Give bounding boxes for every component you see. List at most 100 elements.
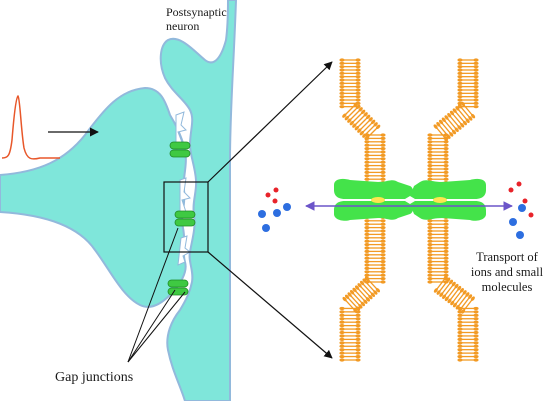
- lipid-unit: [458, 294, 473, 312]
- lipid-unit: [347, 292, 363, 309]
- lipid-unit: [457, 71, 479, 75]
- lipid-unit: [364, 160, 386, 164]
- lipid-unit: [357, 117, 373, 133]
- lipid-unit: [364, 150, 386, 154]
- lipid-unit: [427, 147, 449, 151]
- lipid-unit: [364, 277, 386, 281]
- lipid-unit: [439, 279, 454, 297]
- lipid-unit: [339, 354, 361, 359]
- lipid-unit: [457, 327, 479, 331]
- lipid-unit: [427, 239, 449, 243]
- postsynaptic-line-1: Postsynaptic: [166, 5, 227, 19]
- lipid-unit: [339, 351, 361, 355]
- lipid-unit: [349, 290, 366, 307]
- presynaptic-neuron: [0, 86, 187, 308]
- lipid-unit: [364, 243, 386, 247]
- lipid-unit: [364, 256, 386, 260]
- lipid-unit: [427, 150, 449, 154]
- lipid-unit: [441, 117, 457, 135]
- lipid-unit: [339, 75, 361, 79]
- zoom-line-bottom: [207, 251, 333, 359]
- postsynaptic-line-2: neuron: [166, 19, 200, 34]
- lipid-unit: [427, 219, 449, 223]
- lipid-unit: [339, 88, 361, 92]
- lipid-unit: [339, 358, 361, 362]
- lipid-unit: [364, 273, 386, 277]
- lipid-unit: [339, 344, 361, 348]
- lipid-unit: [364, 270, 386, 274]
- lipid-unit: [344, 294, 361, 311]
- callout-line-3: [127, 227, 179, 363]
- lipid-unit: [427, 277, 449, 281]
- lipid-unit: [339, 337, 361, 341]
- lipid-unit: [427, 266, 449, 270]
- lipid-unit: [442, 281, 456, 299]
- zoom-line-top: [207, 61, 333, 183]
- lipid-unit: [347, 107, 363, 123]
- lipid-unit: [364, 226, 386, 230]
- lipid-unit: [364, 153, 386, 157]
- lipid-unit: [457, 344, 479, 348]
- lipid-unit: [457, 61, 479, 65]
- lipid-unit: [427, 263, 449, 267]
- zoom-box: [163, 181, 209, 253]
- lipid-unit: [364, 239, 386, 243]
- lipid-unit: [352, 112, 368, 128]
- lipid-unit: [339, 81, 361, 85]
- lipid-unit: [457, 317, 479, 321]
- ion-dot-icon: [258, 187, 291, 232]
- lipid-unit: [339, 71, 361, 75]
- lipid-unit: [364, 236, 386, 240]
- lipid-unit: [354, 285, 371, 302]
- lipid-unit: [457, 88, 479, 92]
- lipid-unit: [364, 280, 386, 284]
- callout-line-2: [127, 291, 186, 363]
- lipid-unit: [339, 68, 361, 72]
- lipid-unit: [364, 177, 386, 181]
- lipid-unit: [427, 136, 449, 140]
- lipid-unit: [339, 334, 361, 338]
- lipid-unit: [427, 153, 449, 157]
- lipid-unit: [339, 65, 361, 69]
- lipid-unit: [364, 140, 386, 144]
- lipid-unit: [427, 236, 449, 240]
- lipid-unit: [457, 81, 479, 85]
- lipid-unit: [427, 174, 449, 178]
- callout-line-1: [127, 289, 176, 363]
- lipid-unit: [457, 75, 479, 79]
- lipid-unit: [364, 170, 386, 174]
- lipid-unit: [444, 115, 459, 133]
- lipid-unit: [362, 122, 378, 138]
- lipid-unit: [364, 174, 386, 178]
- lipid-unit: [357, 283, 373, 300]
- gap-junctions-label: Gap junctions: [55, 370, 134, 385]
- lipid-unit: [339, 324, 361, 328]
- lipid-unit: [457, 337, 479, 341]
- lipid-unit: [457, 324, 479, 328]
- lipid-unit: [354, 114, 371, 131]
- lipid-unit: [457, 78, 479, 82]
- lipid-unit: [455, 106, 470, 123]
- lipid-unit: [457, 65, 479, 69]
- lipid-unit: [449, 110, 465, 128]
- transport-line-2: ions and small: [470, 265, 544, 279]
- lipid-unit: [359, 119, 376, 136]
- lipid-unit: [364, 133, 386, 137]
- lipid-unit: [457, 58, 479, 62]
- lipid-unit: [342, 102, 358, 118]
- lipid-unit: [427, 167, 449, 171]
- gap-junction-channel-middle: [174, 210, 196, 227]
- lipid-unit: [339, 327, 361, 331]
- lipid-unit: [364, 143, 386, 147]
- lipid-unit: [457, 330, 479, 335]
- lipid-unit: [457, 358, 479, 362]
- lipid-unit: [427, 140, 449, 144]
- lipid-unit: [339, 85, 361, 89]
- postsynaptic-neuron-label: Postsynaptic neuron: [166, 5, 227, 34]
- lipid-unit: [339, 91, 361, 95]
- ion-dot-icon: [508, 181, 534, 239]
- lipid-unit: [450, 288, 464, 306]
- lipid-unit: [344, 104, 361, 121]
- lipid-unit: [362, 278, 378, 295]
